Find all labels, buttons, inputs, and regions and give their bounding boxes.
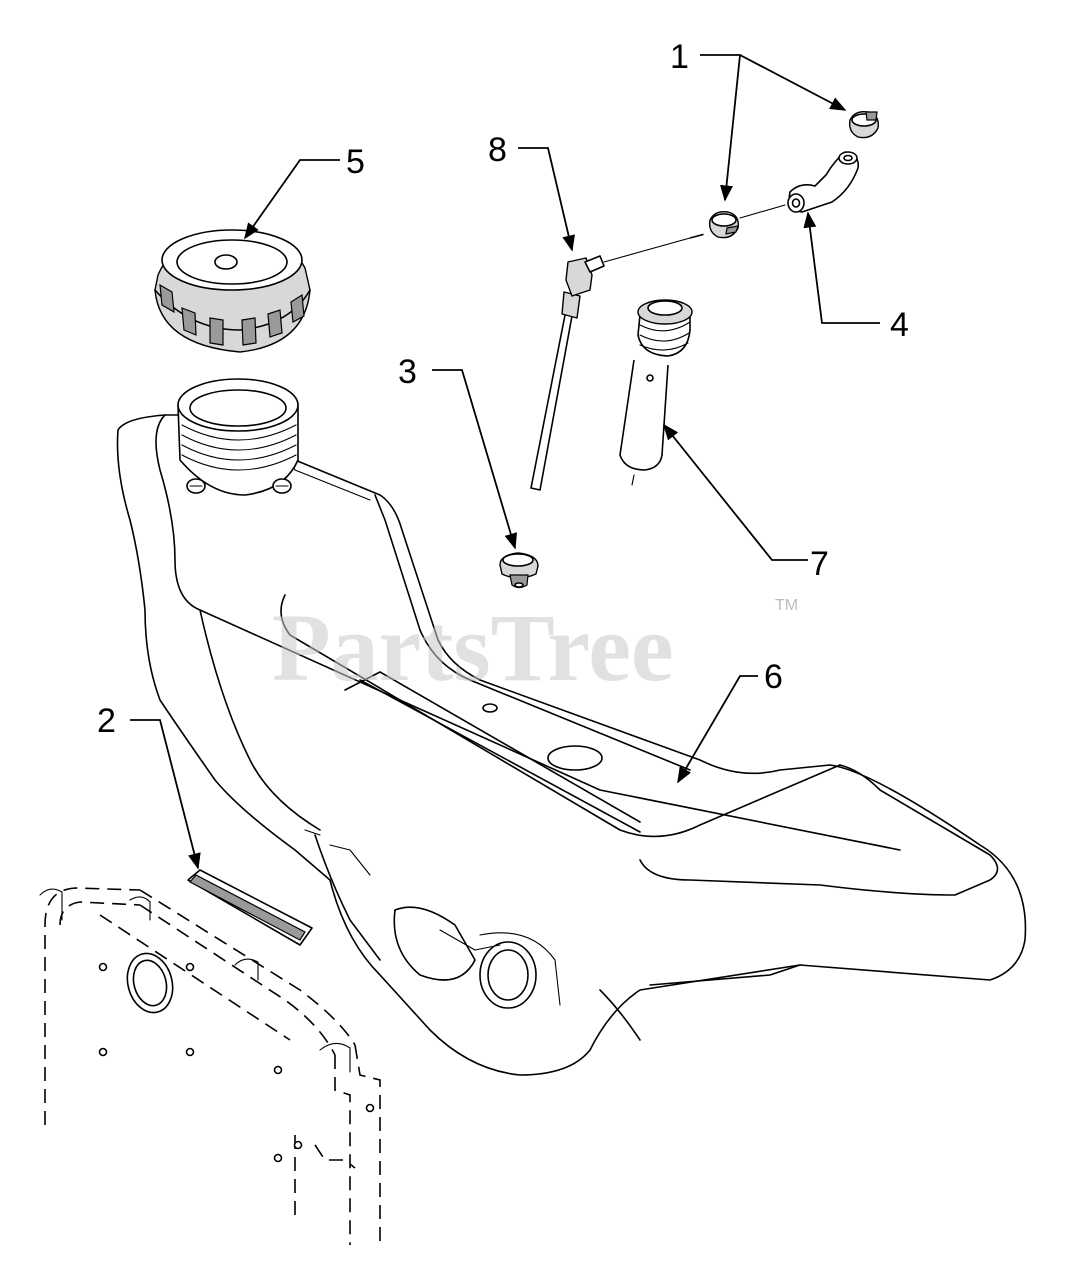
pickup-tube xyxy=(530,233,706,491)
grommet xyxy=(499,552,539,589)
watermark-trademark: TM xyxy=(775,597,798,614)
callout-3: 3 xyxy=(398,353,417,391)
callout-labels: 1 2 3 4 5 6 7 8 xyxy=(97,38,909,740)
callout-6: 6 xyxy=(764,658,783,696)
callout-1: 1 xyxy=(670,38,689,76)
callout-2: 2 xyxy=(97,702,116,740)
filler-neck xyxy=(177,378,299,496)
fuel-tank xyxy=(116,414,1027,1076)
fuel-cap xyxy=(154,229,311,353)
mounting-frame xyxy=(39,887,381,1245)
fuel-path-line xyxy=(739,204,786,219)
frame-pad xyxy=(187,869,313,946)
callout-5: 5 xyxy=(346,143,365,181)
leader-lines xyxy=(130,54,880,870)
callout-4: 4 xyxy=(890,306,909,344)
hose-clamp-b xyxy=(848,110,879,139)
callout-8: 8 xyxy=(488,131,507,169)
fuel-gauge xyxy=(619,299,693,486)
watermark: PartsTree TM xyxy=(272,594,798,701)
hose-clamp-a xyxy=(708,210,739,239)
fuel-hose xyxy=(787,151,860,213)
callout-7: 7 xyxy=(810,545,829,583)
watermark-text: PartsTree xyxy=(272,594,674,701)
